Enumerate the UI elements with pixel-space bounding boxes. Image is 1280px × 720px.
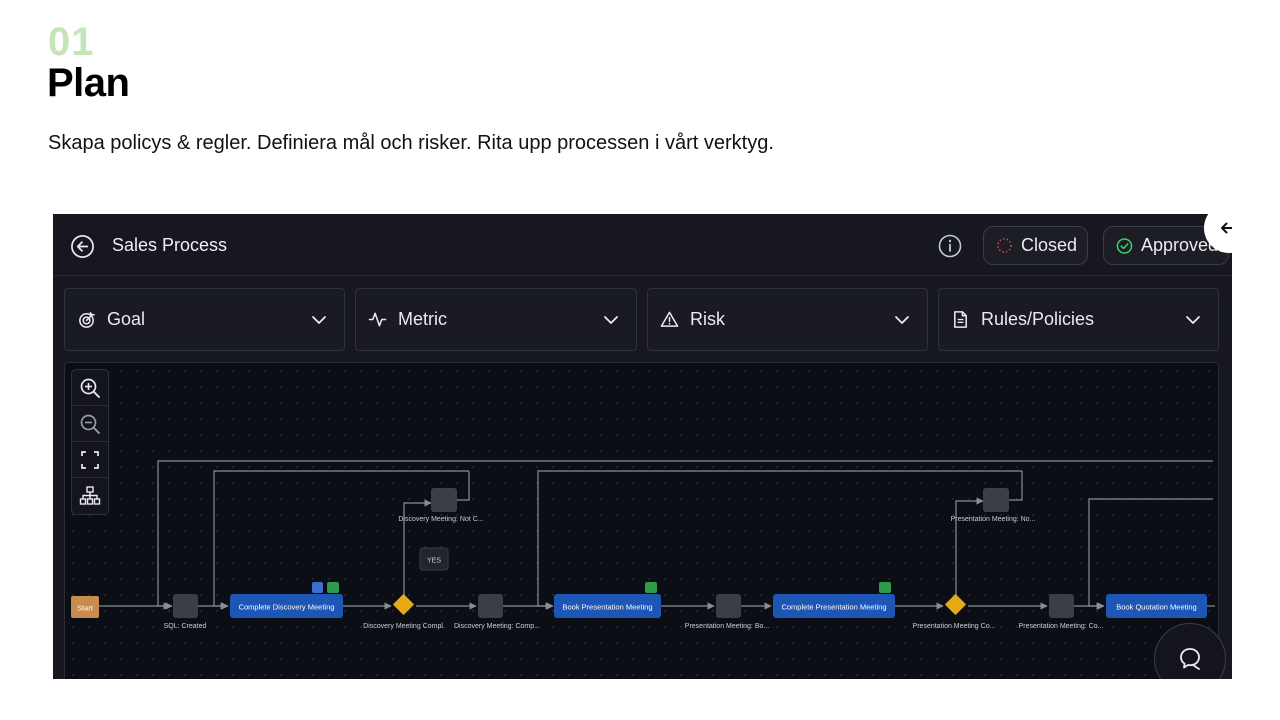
zoom-out-icon: [80, 414, 100, 434]
canvas-toolbar: [71, 369, 109, 515]
flow-diagram: Start SQL: Created Complete Discovery Me…: [71, 460, 1215, 630]
zoom-in-icon: [80, 378, 100, 398]
status-approved-label: Approved: [1140, 235, 1218, 255]
chevron-down-icon: [1186, 315, 1200, 324]
state-node-presentation-completed[interactable]: Presentation Meeting: Co...: [1019, 594, 1104, 630]
svg-text:Start: Start: [77, 604, 94, 613]
hierarchy-icon: [79, 486, 101, 505]
process-title: Sales Process: [112, 235, 228, 255]
goal-dropdown-label: Goal: [107, 309, 146, 329]
status-closed-label: Closed: [1020, 235, 1077, 255]
svg-text:SQL: Created: SQL: Created: [164, 623, 207, 630]
svg-text:Complete Discovery Meeting: Complete Discovery Meeting: [239, 603, 335, 612]
svg-text:YES: YES: [427, 558, 441, 565]
app-header: Sales Process Closed Approved: [53, 214, 1232, 276]
rules-policies-dropdown-label: Rules/Policies: [981, 309, 1095, 329]
task-node-complete-presentation[interactable]: Complete Presentation Meeting: [773, 582, 895, 618]
task-node-book-quotation[interactable]: Book Quotation Meeting: [1106, 594, 1207, 618]
step-title: Plan: [47, 61, 130, 105]
user-badge-icon: [327, 582, 339, 593]
svg-text:Book Presentation Meeting: Book Presentation Meeting: [562, 603, 652, 612]
svg-text:Presentation Meeting: Bo...: Presentation Meeting: Bo...: [685, 623, 769, 630]
risk-dropdown[interactable]: Risk: [647, 288, 928, 351]
chat-bubble-icon: [1180, 648, 1200, 670]
svg-text:Discovery Meeting Compl.: Discovery Meeting Compl.: [363, 623, 445, 630]
back-arrow-icon[interactable]: [70, 234, 95, 259]
app-window: Sales Process Closed Approved: [53, 214, 1232, 679]
chevron-down-icon: [895, 315, 909, 324]
user-badge-icon: [879, 582, 891, 593]
auto-layout-button[interactable]: [72, 478, 108, 514]
metric-dropdown[interactable]: Metric: [355, 288, 637, 351]
user-badge-icon: [645, 582, 657, 593]
zoom-in-button[interactable]: [72, 370, 108, 406]
goal-dropdown[interactable]: Goal: [64, 288, 345, 351]
gateway-discovery[interactable]: Discovery Meeting Compl.: [363, 593, 445, 630]
form-badge-icon: [312, 582, 323, 593]
status-closed-badge[interactable]: Closed: [983, 226, 1088, 265]
state-node-presentation-not-completed[interactable]: Presentation Meeting: No...: [951, 488, 1036, 523]
svg-text:Complete Presentation Meeting: Complete Presentation Meeting: [781, 603, 886, 612]
info-icon[interactable]: [937, 233, 963, 259]
activity-icon: [368, 310, 388, 330]
chevron-down-icon: [312, 315, 326, 324]
metric-dropdown-label: Metric: [398, 309, 447, 329]
flow-edges: [99, 460, 1215, 610]
goal-icon: [77, 310, 97, 330]
start-node[interactable]: Start: [71, 596, 99, 618]
warning-icon: [660, 310, 680, 330]
rules-policies-dropdown[interactable]: Rules/Policies: [938, 288, 1219, 351]
arrow-left-icon: [1221, 222, 1232, 234]
document-icon: [951, 310, 971, 330]
check-circle-icon: [1116, 237, 1133, 254]
svg-text:Discovery Meeting: Comp...: Discovery Meeting: Comp...: [454, 623, 540, 630]
step-description: Skapa policys & regler. Definiera mål oc…: [48, 132, 774, 154]
svg-text:Book Quotation Meeting: Book Quotation Meeting: [1116, 603, 1196, 612]
state-node-presentation-booked[interactable]: Presentation Meeting: Bo...: [685, 594, 769, 630]
svg-text:Presentation Meeting: Co...: Presentation Meeting: Co...: [1019, 623, 1104, 630]
svg-text:Presentation Meeting: No...: Presentation Meeting: No...: [951, 516, 1036, 523]
state-node-discovery-not-completed[interactable]: Discovery Meeting: Not C...: [398, 488, 484, 523]
chevron-down-icon: [604, 315, 618, 324]
yes-condition-label: YES: [419, 547, 449, 571]
zoom-out-button[interactable]: [72, 406, 108, 442]
state-node-discovery-completed[interactable]: Discovery Meeting: Comp...: [454, 594, 540, 630]
status-approved-badge[interactable]: Approved: [1103, 226, 1229, 265]
risk-dropdown-label: Risk: [690, 309, 725, 329]
fit-view-button[interactable]: [72, 442, 108, 478]
dotted-circle-icon: [997, 238, 1012, 253]
gateway-presentation[interactable]: Presentation Meeting Co...: [913, 593, 996, 630]
step-number: 01: [48, 20, 95, 64]
state-node-sql-created[interactable]: SQL: Created: [164, 594, 207, 630]
fit-view-icon: [81, 450, 99, 469]
task-node-book-presentation[interactable]: Book Presentation Meeting: [554, 582, 661, 618]
process-canvas[interactable]: Start SQL: Created Complete Discovery Me…: [64, 362, 1219, 679]
svg-text:Presentation Meeting Co...: Presentation Meeting Co...: [913, 623, 996, 630]
svg-text:Discovery Meeting: Not C...: Discovery Meeting: Not C...: [398, 516, 483, 523]
task-node-complete-discovery[interactable]: Complete Discovery Meeting: [230, 582, 343, 618]
